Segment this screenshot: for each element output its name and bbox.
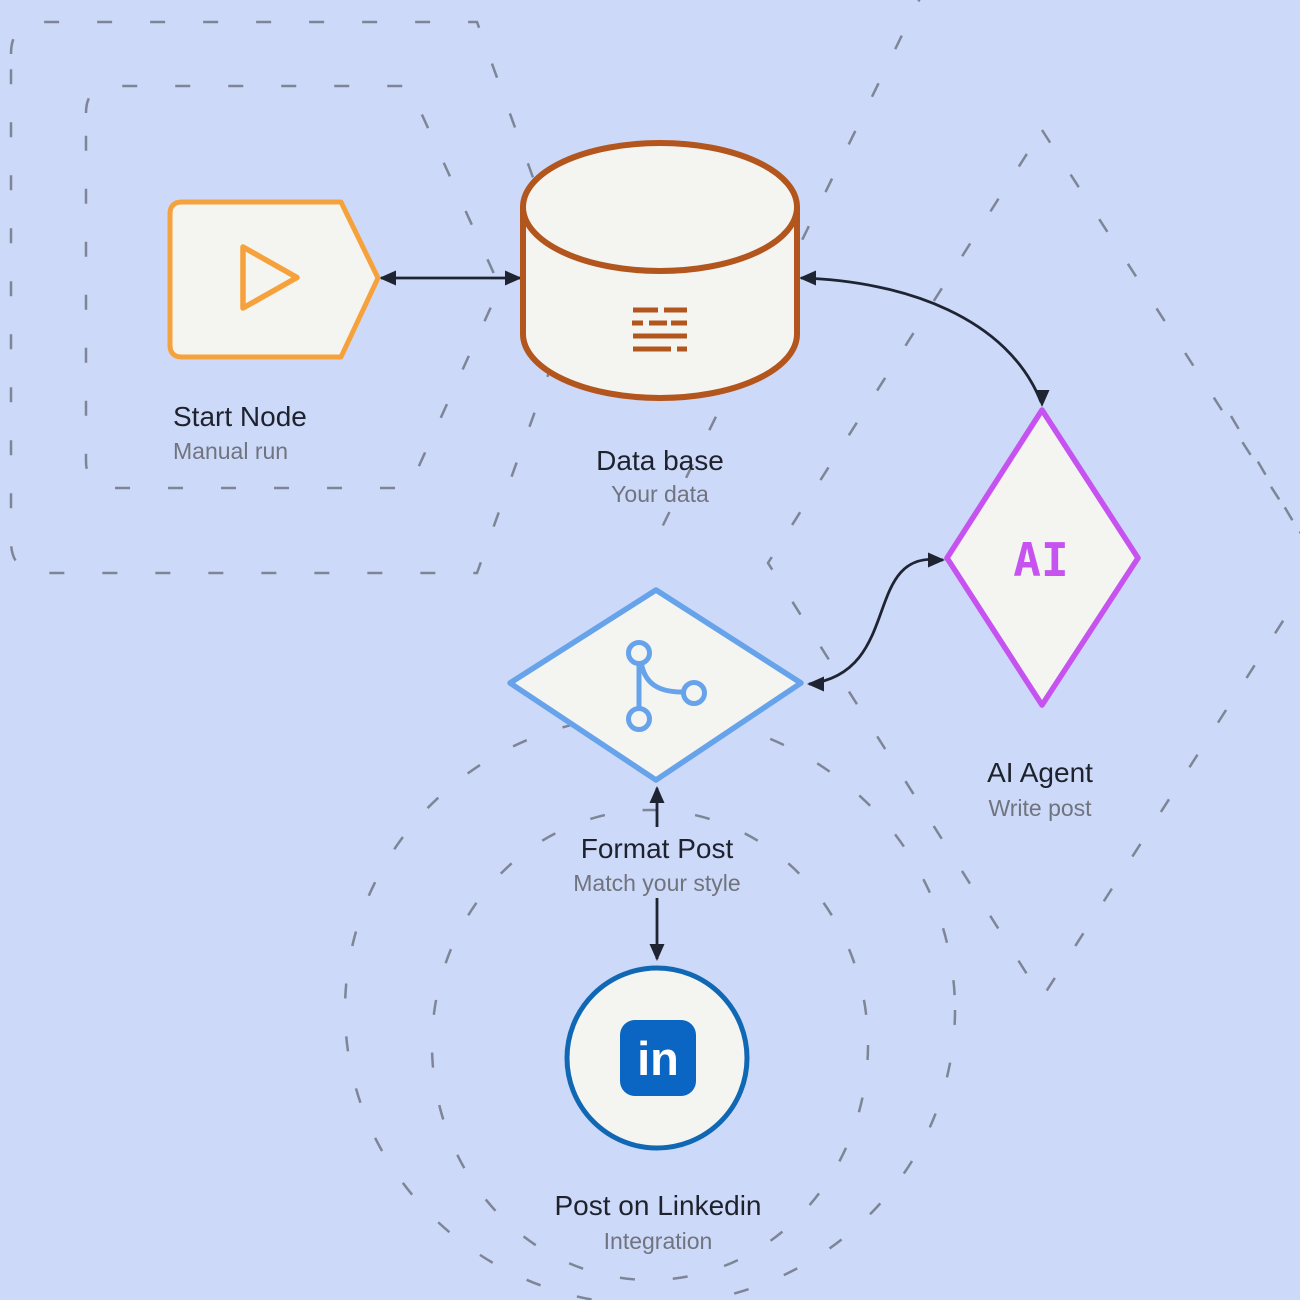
arrowhead-into-start [379,270,396,286]
arrowhead-into-formatpost-right [807,676,824,692]
connection-database-aiagent[interactable] [800,276,1043,403]
background-decorations [9,0,1300,1300]
node-database[interactable]: Data base Your data [520,140,800,507]
arrowhead-into-database-right [799,270,816,286]
decor-dashed-ellipse-outer [343,713,957,1300]
decor-dashed-ellipse-inner [430,808,870,1282]
ai-icon-text: AI [1013,533,1068,587]
database-body-sides [520,207,800,334]
format-post-sublabel: Match your style [573,870,740,896]
arrowhead-into-linkedin-top [649,944,665,961]
linkedin-logo-square [620,1020,696,1096]
start-node-sublabel: Manual run [173,438,288,464]
ai-agent-label: AI Agent [987,757,1093,788]
decor-dashed-pentagon-outer [9,20,578,575]
linkedin-icon: in [620,1020,696,1096]
connection-aiagent-formatpost[interactable] [808,557,944,686]
node-post-linkedin[interactable]: in Post on Linkedin Integration [554,965,762,1254]
arrowhead-into-formatpost-bottom [649,786,665,803]
connections [379,270,1050,961]
start-node-label: Start Node [173,401,307,432]
git-branch-icon [626,640,707,732]
node-start[interactable]: Start Node Manual run [167,199,381,464]
arrowhead-into-aiagent-left [928,552,945,568]
node-ai-agent[interactable]: AI AI Agent Write post [944,407,1141,821]
linkedin-logo-text: in [637,1032,679,1085]
ai-agent-shape[interactable] [944,407,1141,708]
linkedin-sublabel: Integration [604,1228,713,1254]
play-icon [240,244,300,311]
arrowhead-into-aiagent-top [1034,390,1050,407]
format-post-label: Format Post [581,833,734,864]
database-label: Data base [596,445,724,476]
node-format-post[interactable]: Format Post Match your style [507,587,804,896]
database-table-icon [632,307,687,352]
arrowhead-into-database-left [505,270,522,286]
start-node-shape[interactable] [167,199,381,360]
database-sublabel: Your data [611,481,709,507]
decor-dashed-diamond-outer-right [1229,415,1300,536]
database-top-ellipse [520,140,800,274]
linkedin-label: Post on Linkedin [554,1190,761,1221]
ai-agent-sublabel: Write post [988,795,1092,821]
